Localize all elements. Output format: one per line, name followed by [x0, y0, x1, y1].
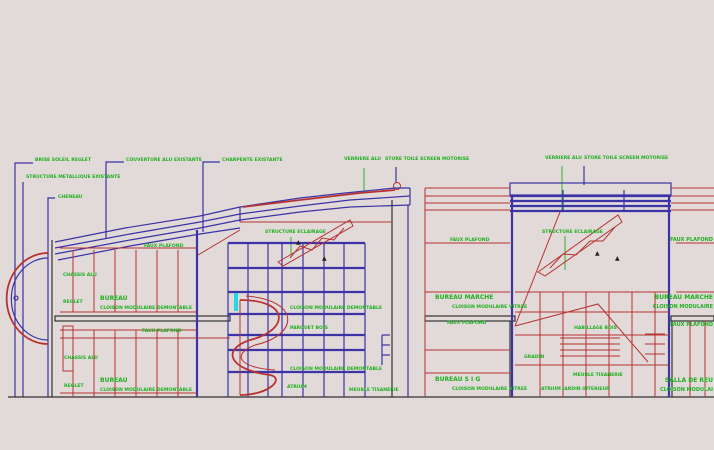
label: BUREAU	[100, 377, 128, 384]
label: CLOISON MODULAIRE DEMONTABLE	[100, 387, 192, 393]
label: REGLET	[64, 383, 85, 389]
label: FAUX PLAFOND	[447, 320, 487, 326]
glass-panel	[234, 293, 238, 311]
label: STRUCTURE ECLAIRAGE	[265, 229, 326, 235]
partitions	[60, 211, 714, 397]
label: CLOISON MODULAIRE	[653, 304, 714, 310]
roof	[54, 182, 714, 261]
label: CHASSIS ALU	[64, 355, 98, 361]
label: FAUX PLAFOND	[450, 237, 490, 243]
lighting-truss: ▲ ▲ ▲ ▲	[277, 214, 623, 277]
leader-lines	[14, 161, 585, 397]
light-fixture-icon: ▲	[595, 250, 600, 257]
annotations: BRISE SOLEIL REGLET STRUCTURE METALLIQUE…	[26, 155, 714, 393]
label: ATRIUM JARDIN INTERIEUR	[541, 386, 610, 392]
label: VERRIERE ALU	[545, 155, 582, 161]
label: MEUBLE TISANERIE	[349, 387, 399, 393]
label: STORE TOILE SCREEN MOTORISE	[385, 156, 469, 162]
label: PARQUET BOIS	[290, 325, 328, 331]
label: VERRIERE ALU	[344, 156, 381, 162]
label: CHASSIS ALU	[63, 272, 97, 278]
label: MEUBLE TISANERIE	[573, 372, 623, 378]
label: CLOISON MODULAIRE VITREE	[452, 386, 527, 392]
label: BRISE SOLEIL REGLET	[35, 157, 92, 163]
label: CLOISON MODULAI	[660, 387, 713, 393]
spiral-staircase	[231, 295, 289, 396]
label: REGLET	[63, 299, 84, 305]
light-fixture-icon: ▲	[615, 255, 620, 262]
label: ATRIUM	[287, 384, 307, 390]
label: FAUX PLAFOND	[670, 322, 713, 328]
label: CHARPENTE EXISTANTE	[222, 157, 283, 163]
atrium-grid	[228, 241, 366, 397]
light-fixture-icon: ▲	[322, 255, 327, 262]
label: CHENEAU	[58, 194, 83, 200]
label: CLOISON MODULAIRE DEMONTABLE	[290, 366, 382, 372]
label: STORE TOILE SCREEN MOTORISE	[584, 155, 668, 161]
label: HABILLAGE BOIS	[574, 325, 617, 331]
label: CLOISON MODULAIRE DEMONTABLE	[290, 305, 382, 311]
light-fixture-icon: ▲	[296, 239, 301, 246]
label: FAUX PLAFOND	[144, 243, 184, 249]
label: BUREAU S I G	[435, 376, 480, 383]
label: SALLA DE REU	[665, 377, 713, 384]
label: CLOISON MODULAIRE DEMONTABLE	[100, 305, 192, 311]
label: FAUX PLAFOND	[670, 237, 713, 243]
label: STRUCTURE ECLAIRAGE	[542, 229, 603, 235]
label: BUREAU MARCHE	[435, 294, 493, 301]
label: BUREAU MARCHE	[655, 294, 713, 301]
label: STRUCTURE METALLIQUE EXISTANTE	[26, 174, 120, 180]
curved-facade	[5, 252, 49, 345]
label: BUREAU	[100, 295, 128, 302]
label: FAUX PLAFOND	[142, 328, 182, 334]
label: GRADIN	[524, 354, 544, 360]
label: CLOISON MODULAIRE VITREE	[452, 304, 527, 310]
label: COUVERTURE ALU EXISTANTE	[126, 157, 202, 163]
